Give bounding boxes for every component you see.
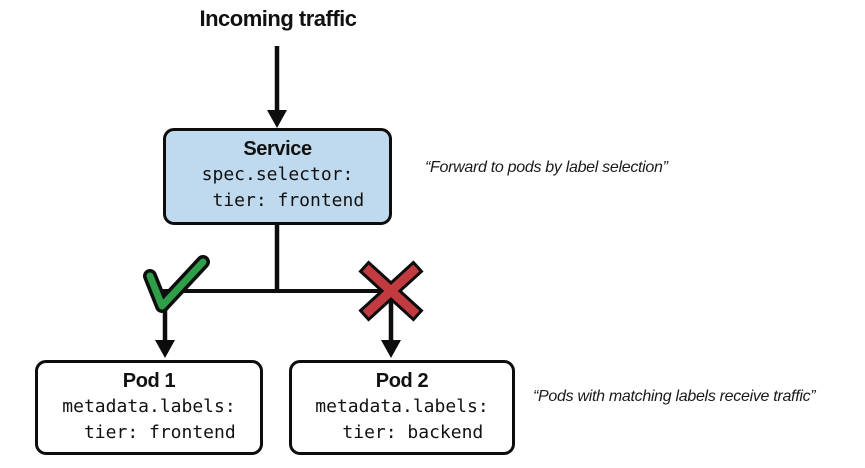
incoming-traffic-label: Incoming traffic (199, 6, 357, 31)
checkmark-icon (143, 255, 210, 313)
pod1-labels-line: metadata.labels: (62, 396, 236, 417)
pod1-labels-value: tier: frontend (62, 422, 236, 443)
x-icon (358, 260, 424, 322)
pod2-title: Pod 2 (375, 370, 429, 392)
service-selector-line: spec.selector: (201, 164, 354, 185)
service-title: Service (243, 138, 312, 160)
pod2-labels-value: tier: backend (320, 422, 484, 443)
service-annotation: “Forward to pods by label selection” (425, 159, 668, 176)
pod2-labels-line: metadata.labels: (315, 396, 489, 417)
pod2-box: Pod 2 metadata.labels: tier: backend (289, 360, 515, 455)
pod1-title: Pod 1 (122, 370, 176, 392)
service-selector-value: tier: frontend (190, 190, 365, 211)
incoming-traffic-arrow (267, 46, 287, 128)
service-box: Service spec.selector: tier: frontend (163, 128, 392, 225)
pod1-box: Pod 1 metadata.labels: tier: frontend (35, 360, 263, 455)
pods-annotation: “Pods with matching labels receive traff… (533, 388, 816, 405)
